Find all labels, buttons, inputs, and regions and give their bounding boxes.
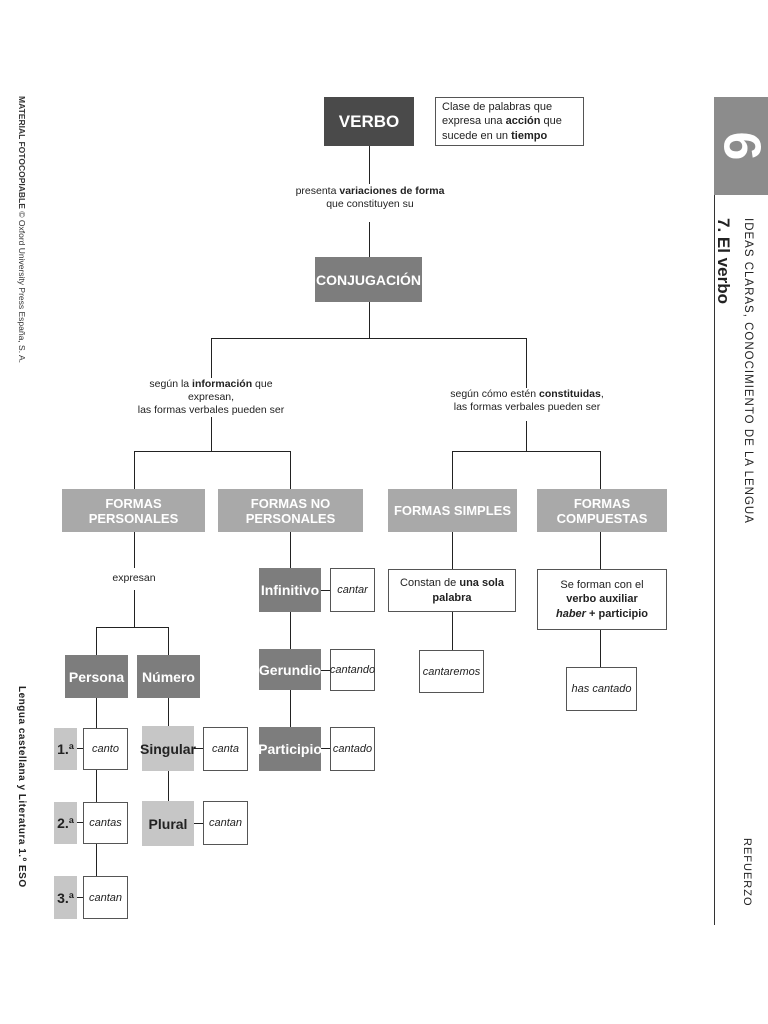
persona-1-label: 1.ª — [54, 728, 77, 770]
refuerzo-label: REFUERZO — [741, 838, 753, 907]
formas-no-personales-node: FORMAS NO PERSONALES — [218, 489, 363, 532]
verbo-node: VERBO — [324, 97, 414, 146]
unit-number: 6 — [711, 131, 768, 161]
section-title: 7. El verbo — [714, 218, 733, 304]
simples-definition: Constan de una sola palabra — [388, 569, 516, 612]
numero-singular-example: canta — [203, 727, 248, 771]
section-label: IDEAS CLARAS, CONOCIMIENTO DE LA LENGUA — [742, 218, 754, 524]
numero-node: Número — [137, 655, 200, 698]
compuestas-example: has cantado — [566, 667, 637, 711]
formas-personales-node: FORMAS PERSONALES — [62, 489, 205, 532]
formas-compuestas-node: FORMAS COMPUESTAS — [537, 489, 667, 532]
numero-singular-label: Singular — [140, 726, 196, 771]
link-expresan: expresan — [104, 572, 164, 586]
copyright-rest: © Oxford University Press España, S. A. — [17, 208, 27, 363]
link-informacion: según la información que expresan, las f… — [130, 378, 292, 418]
persona-1-example: canto — [83, 728, 128, 770]
unit-number-tab: 6 — [711, 97, 768, 195]
gerundio-node: Gerundio — [259, 649, 321, 690]
persona-2-label: 2.ª — [54, 802, 77, 844]
participio-example: cantado — [330, 727, 375, 771]
simples-definition-text: Constan de una sola palabra — [400, 577, 504, 604]
gerundio-example: cantando — [330, 649, 375, 691]
right-rule — [714, 195, 715, 925]
verbo-definition-text: Clase de palabras que expresa una acción… — [442, 101, 562, 142]
simples-example: cantaremos — [419, 650, 484, 693]
book-title: Lengua castellana y Literatura 1.º ESO — [16, 686, 27, 888]
infinitivo-node: Infinitivo — [259, 568, 321, 612]
verbo-definition: Clase de palabras que expresa una acción… — [435, 97, 584, 146]
conjugacion-node: CONJUGACIÓN — [315, 257, 422, 302]
numero-plural-example: cantan — [203, 801, 248, 845]
link-variaciones: presenta variaciones de forma que consti… — [290, 185, 450, 212]
persona-2-example: cantas — [83, 802, 128, 844]
persona-3-label: 3.ª — [54, 876, 77, 919]
copyright-note: MATERIAL FOTOCOPIABLE © Oxford Universit… — [17, 96, 27, 363]
persona-node: Persona — [65, 655, 128, 698]
numero-plural-label: Plural — [142, 801, 194, 846]
participio-node: Participio — [258, 727, 322, 771]
link-constituidas: según cómo estén constituidas, las forma… — [446, 388, 608, 415]
formas-simples-node: FORMAS SIMPLES — [388, 489, 517, 532]
copyright-bold: MATERIAL FOTOCOPIABLE — [17, 96, 27, 209]
persona-3-example: cantan — [83, 876, 128, 919]
infinitivo-example: cantar — [330, 568, 375, 612]
